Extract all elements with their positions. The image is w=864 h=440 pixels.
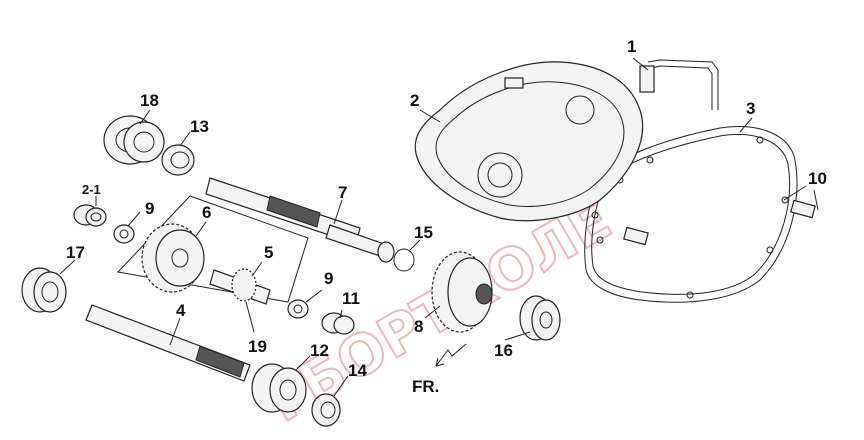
- pinion-gear-part-5: [209, 268, 271, 305]
- label-part-15: 15: [414, 223, 433, 242]
- bushing-part-2-1: [73, 204, 107, 227]
- label-part-11: 11: [342, 289, 360, 308]
- front-marker-label: FR.: [412, 377, 439, 396]
- oil-seal-part-14: [311, 393, 341, 427]
- label-part-16: 16: [494, 341, 513, 360]
- front-direction-marker: FR.: [412, 343, 467, 396]
- gasket-part-3: [584, 126, 798, 303]
- label-part-3: 3: [746, 99, 755, 118]
- circlip-part-15: [393, 248, 415, 272]
- label-part-7: 7: [338, 183, 347, 202]
- bearing-part-17: [21, 267, 67, 313]
- label-part-6: 6: [202, 203, 211, 222]
- label-part-4: 4: [176, 301, 186, 320]
- bearing-part-18: [103, 115, 165, 165]
- label-part-14: 14: [348, 361, 367, 380]
- gear-part-6: [141, 223, 205, 293]
- bushing-part-11: [321, 312, 355, 335]
- oil-seal-part-13: [161, 144, 195, 176]
- dowel-pins-part-10: [623, 199, 816, 246]
- label-part-18: 18: [140, 91, 159, 110]
- bearing-part-12: [251, 363, 307, 413]
- label-part-5: 5: [264, 243, 273, 262]
- label-part-12: 12: [310, 341, 329, 360]
- part-labels: 1 2 3 4 5 6 7 8 9 9 10 11 12 13 14 15 16…: [66, 37, 827, 380]
- label-part-8: 8: [414, 317, 423, 336]
- washer-part-9-lower: [287, 299, 309, 319]
- leader-lines: [59, 57, 819, 397]
- label-part-2-1: 2-1: [82, 182, 101, 197]
- label-part-10: 10: [808, 169, 827, 188]
- label-part-9-upper: 9: [145, 199, 154, 218]
- bearing-part-16: [519, 295, 561, 341]
- case-cover-part-2: [414, 61, 644, 222]
- gear-part-8: [431, 251, 493, 333]
- main-shaft-part-7: [205, 177, 395, 263]
- label-part-17: 17: [66, 243, 85, 262]
- label-part-1: 1: [627, 37, 636, 56]
- label-part-2: 2: [410, 91, 419, 110]
- label-part-13: 13: [190, 117, 209, 136]
- final-shaft-part-4: [85, 304, 251, 382]
- label-part-19: 19: [248, 337, 267, 356]
- washer-part-9-upper: [113, 224, 135, 244]
- breather-tube-part-1: [639, 59, 719, 110]
- label-part-9-lower: 9: [324, 269, 333, 288]
